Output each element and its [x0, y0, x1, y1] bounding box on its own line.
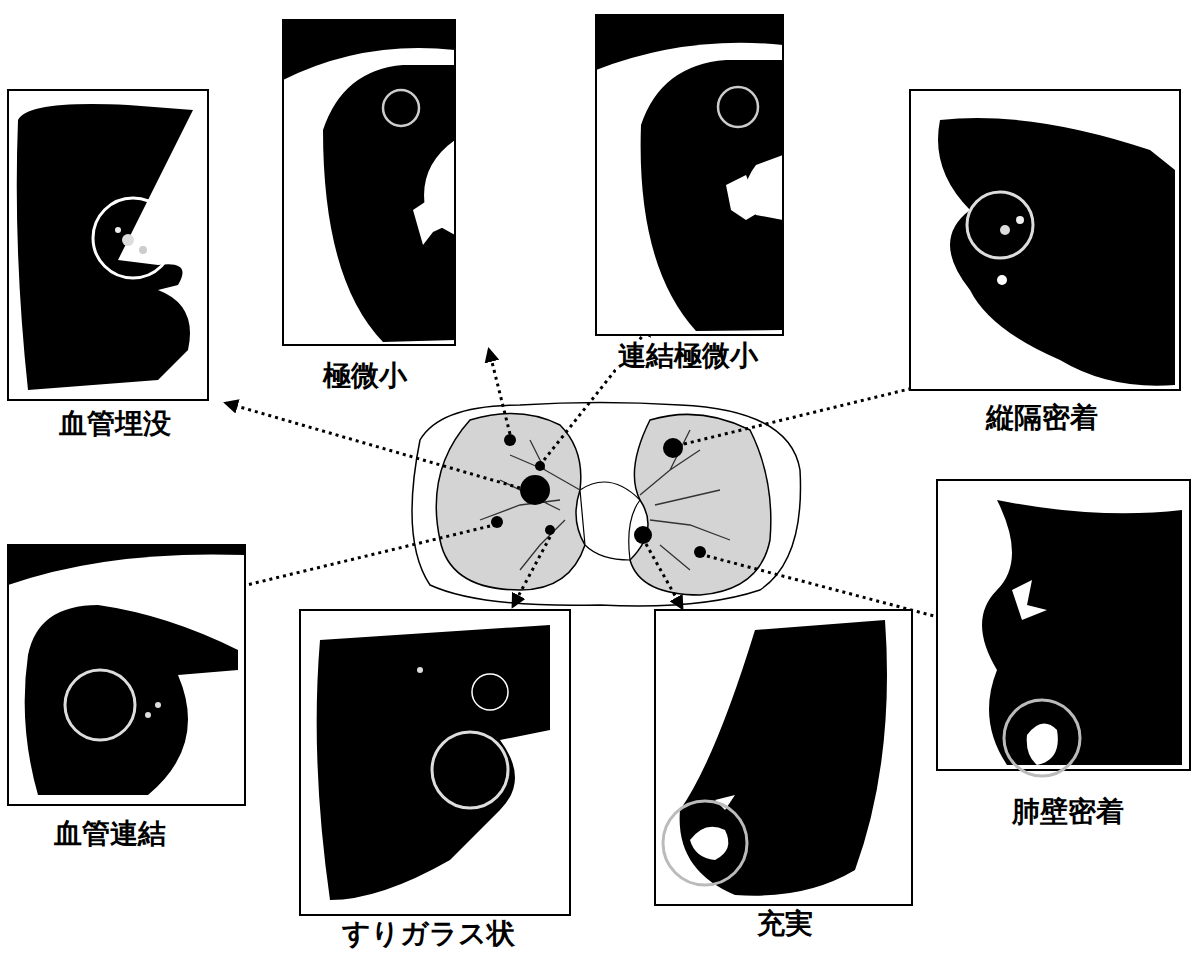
- ct-image: [967, 192, 1033, 258]
- ct-image: [718, 87, 758, 127]
- ct-image: [283, 20, 455, 345]
- ct-image: [690, 827, 728, 860]
- panel-caption: 血管埋没: [57, 408, 173, 440]
- ct-image: [317, 625, 550, 900]
- panel-caption: 肺壁密着: [1010, 796, 1126, 828]
- ct-image: [8, 545, 245, 805]
- chest-schematic: [694, 546, 706, 558]
- ct-panel: 肺壁密着: [937, 480, 1190, 828]
- ct-panel: 血管連結: [8, 545, 245, 850]
- ct-image: [641, 60, 783, 331]
- ct-image: [8, 545, 245, 805]
- leader-arrow: [684, 381, 942, 444]
- chest-schematic: [520, 475, 550, 505]
- ct-image: [655, 610, 912, 905]
- ct-image: [145, 712, 151, 718]
- panel-caption: 充実: [755, 908, 815, 940]
- ct-image: [937, 480, 1190, 776]
- chest-schematic: [634, 526, 652, 544]
- ct-panel: 連結極微小: [596, 15, 783, 372]
- ct-image: [1004, 700, 1080, 776]
- leader-arrow: [226, 526, 490, 590]
- chest-schematic: [412, 403, 801, 607]
- ct-image: [596, 15, 783, 335]
- ct-image: [1000, 225, 1010, 235]
- ct-image: [1016, 216, 1024, 224]
- ct-panel: 血管埋没: [8, 90, 208, 440]
- ct-image: [283, 20, 455, 345]
- chest-schematic: [545, 525, 555, 535]
- ct-image: [17, 104, 193, 390]
- leader-arrow: [646, 544, 682, 608]
- ct-panel: 充実: [655, 610, 912, 940]
- leader-arrow: [513, 537, 550, 606]
- ct-image: [417, 667, 423, 673]
- chest-schematic: [580, 482, 640, 560]
- ct-image: [300, 610, 570, 915]
- ct-panel: 極微小: [283, 20, 455, 392]
- panel-caption: すりガラス状: [340, 918, 517, 950]
- ct-image: [139, 246, 147, 254]
- ct-image: [910, 90, 1180, 390]
- ct-image: [383, 90, 419, 126]
- chest-schematic: [640, 430, 730, 570]
- ct-image: [680, 620, 887, 896]
- chest-schematic: [480, 440, 580, 570]
- ct-image: [596, 43, 783, 335]
- ct-image: [432, 732, 508, 808]
- ct-image: [323, 65, 455, 342]
- ct-image: [283, 48, 455, 345]
- ct-image: [938, 118, 1175, 386]
- leader-arrow: [226, 403, 520, 488]
- ct-image: [937, 480, 1190, 770]
- ct-image: [8, 90, 208, 400]
- ct-image: [413, 200, 448, 245]
- ct-image: [93, 198, 173, 278]
- chest-schematic: [412, 403, 801, 607]
- ct-image: [982, 500, 1182, 765]
- ct-panel: 縦隔密着: [910, 90, 1180, 434]
- ct-image: [65, 670, 135, 740]
- panel-caption: 連結極微小: [616, 340, 760, 372]
- ct-image: [997, 275, 1007, 285]
- ct-image: [283, 20, 455, 345]
- chest-schematic: [535, 461, 545, 471]
- ct-image: [910, 90, 1180, 390]
- ct-image: [155, 702, 161, 708]
- ct-image: [1012, 580, 1047, 620]
- ct-image: [8, 554, 245, 805]
- chest-schematic: [491, 516, 503, 528]
- panel-caption: 縦隔密着: [984, 402, 1100, 434]
- ct-image: [655, 610, 912, 905]
- ct-image: [115, 227, 121, 233]
- ct-image: [25, 605, 238, 795]
- ct-image: [596, 15, 783, 335]
- ct-image: [726, 175, 771, 220]
- ct-image: [472, 674, 508, 710]
- chest-schematic: [663, 438, 683, 458]
- leader-arrow: [489, 350, 510, 434]
- leader-arrow: [226, 324, 972, 626]
- ct-panel: すりガラス状: [300, 610, 570, 950]
- ct-image: [122, 234, 134, 246]
- ct-image: [8, 545, 245, 805]
- ct-image: [8, 90, 208, 400]
- chest-schematic: [504, 434, 516, 446]
- ct-image: [596, 15, 783, 335]
- panel-caption: 血管連結: [52, 818, 168, 850]
- ct-image: [1027, 724, 1058, 765]
- ct-image: [300, 610, 570, 915]
- panel-caption: 極微小: [321, 360, 409, 392]
- ct-image: [663, 801, 747, 885]
- chest-schematic: [436, 414, 585, 590]
